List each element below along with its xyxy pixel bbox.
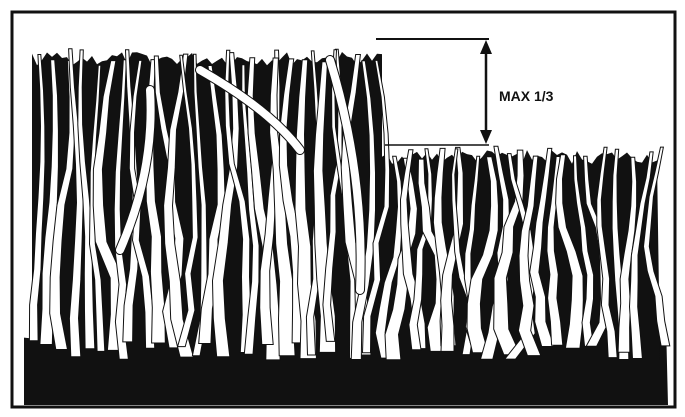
max-fraction-label: MAX 1/3 bbox=[499, 88, 554, 104]
